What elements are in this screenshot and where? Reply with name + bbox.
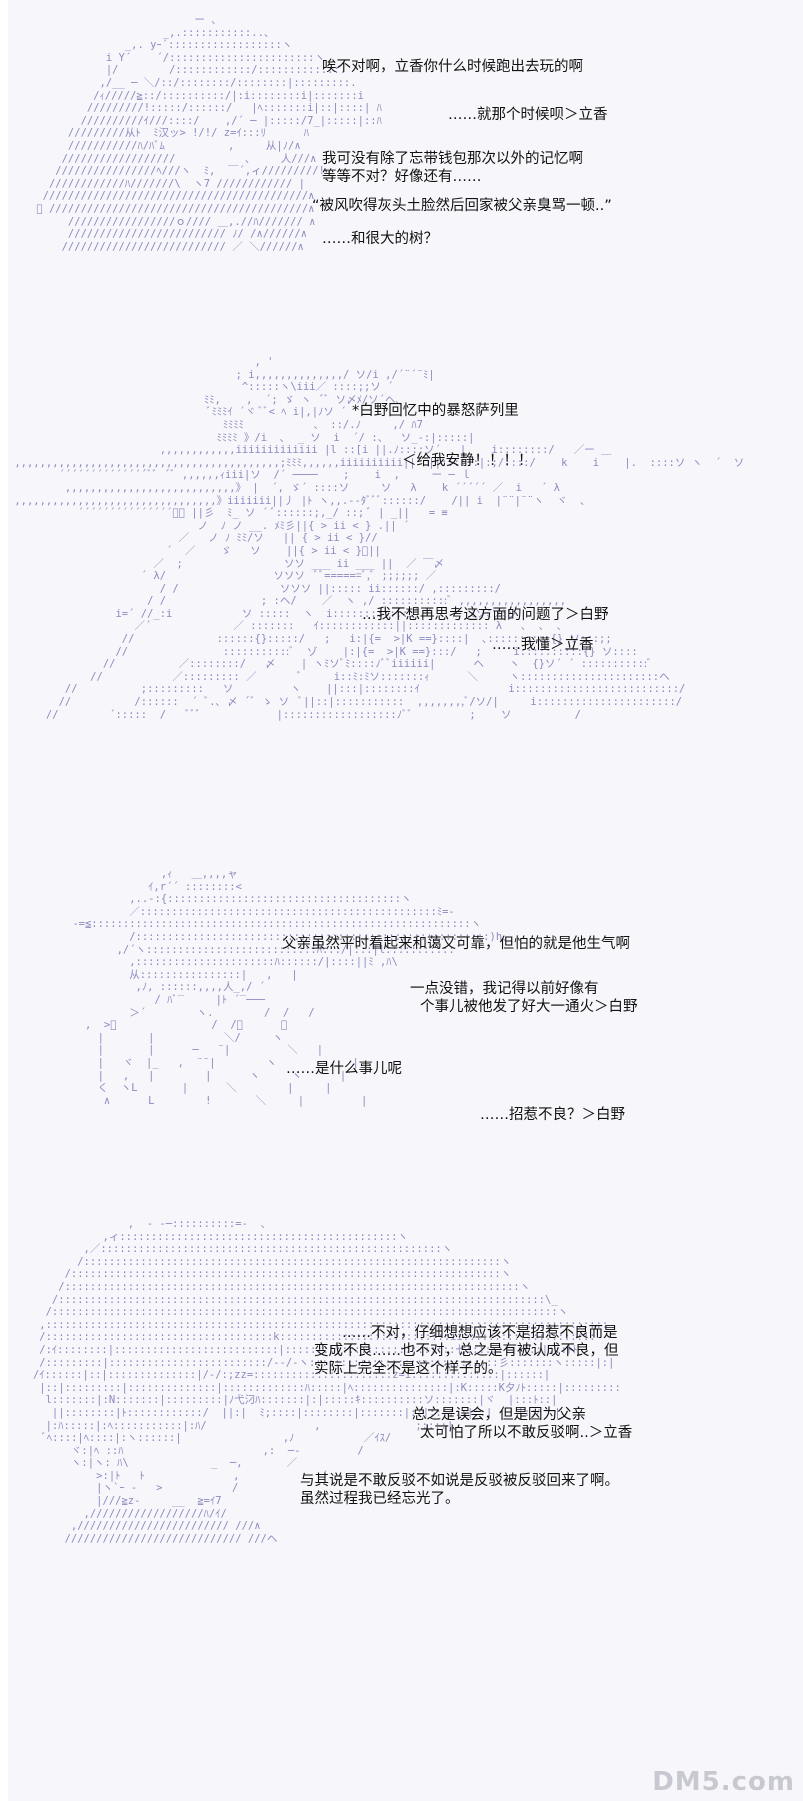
dialogue-line: 变成不良……也不对，总之是有被认成不良，但 — [314, 1343, 619, 1359]
dialogue-line: 我可没有除了忘带钱包那次以外的记忆啊 — [322, 151, 583, 167]
dialogue-line: ……招惹不良？＞白野 — [480, 1107, 625, 1123]
dialogue-line: ……是什么事儿呢 — [286, 1061, 402, 1077]
dialogue-line: 虽然过程我已经忘光了。 — [300, 1491, 460, 1507]
dialogue-line: ……不对，仔细想想应该不是招惹不良而是 — [342, 1325, 618, 1341]
ascii-art-panel-4: , ‐ -─::::::::::=- 、 ,ィ:::::::::::::::::… — [32, 1218, 621, 1545]
dialogue-line: 一点没错，我记得以前好像有 — [410, 981, 599, 997]
dialogue-line: *白野回忆中的暴怒萨列里 — [352, 403, 519, 419]
ascii-art-panel-3: ,ｨ ＿,,,,ャ ｲ,r´´ ::::::::< ,..-:{::::::::… — [72, 868, 508, 1107]
dialogue-line: 与其说是不敢反驳不如说是反驳被反驳回来了啊。 — [300, 1473, 619, 1489]
ascii-art-panel-1: ー 、 _,.:::::::::::..、 _,. yｰ´:::::::::::… — [30, 14, 382, 253]
dialogue-line: ……和很大的树？ — [322, 231, 438, 247]
dialogue-line: 个事儿被他发了好大一通火＞白野 — [420, 999, 638, 1015]
dialogue-line: ……就那个时候呗＞立香 — [448, 107, 608, 123]
manga-page: ー 、 _,.:::::::::::..、 _,. yｰ´:::::::::::… — [8, 0, 803, 1801]
dialogue-line: 唉不对啊，立香你什么时候跑出去玩的啊 — [322, 59, 583, 75]
dialogue-line: ＜给我安静！！！！ — [402, 453, 533, 469]
dialogue-line: …我不想再思考这方面的问题了＞白野 — [362, 607, 609, 623]
ascii-art-panel-2: , ' ; i,,,,,,,,,,,,,,/ ソ/i ,/´¨´¨ﾐ| ^:::… — [14, 356, 745, 721]
dialogue-line: “被风吹得灰头土脸然后回家被父亲臭骂一顿..” — [312, 198, 612, 214]
dialogue-line: 总之是误会，但是因为父亲 — [412, 1407, 586, 1423]
site-watermark-logo: DM5.com — [652, 1767, 795, 1797]
dialogue-line: 父亲虽然平时看起来和蔼又可靠，但怕的就是他生气啊 — [282, 936, 630, 952]
dialogue-line: 实际上完全不是这个样子的。 — [314, 1361, 503, 1377]
dialogue-line: ……我懂＞立香 — [492, 637, 594, 653]
dialogue-line: 太可怕了所以不敢反驳啊..＞立香 — [420, 1425, 633, 1441]
dialogue-line: 等等不对？好像还有…… — [322, 169, 482, 185]
